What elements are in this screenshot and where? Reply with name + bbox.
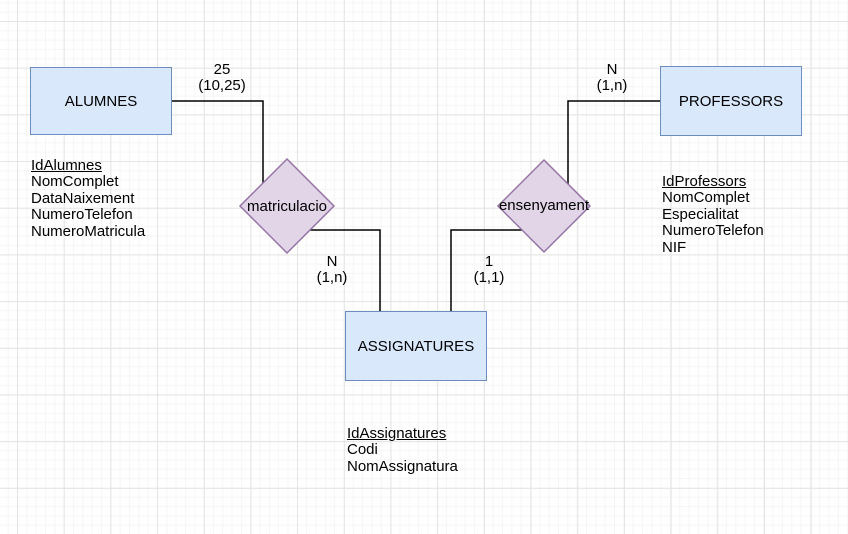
connector-alumnes-matriculacio[interactable] bbox=[170, 100, 264, 206]
cardinality-value: N bbox=[606, 61, 618, 78]
cardinality-professors-ensenyament[interactable]: N (1,n) bbox=[552, 62, 672, 94]
attribute-item: Especialitat bbox=[662, 205, 739, 223]
attribute-list-assignatures[interactable]: IdAssignatures Codi NomAssignatura bbox=[347, 425, 458, 475]
connector-ensenyament-assignatures[interactable] bbox=[450, 229, 550, 311]
attribute-item: Codi bbox=[347, 441, 378, 459]
cardinality-matriculacio-assignatures[interactable]: N (1,n) bbox=[272, 254, 392, 286]
attribute-primary-key: IdProfessors bbox=[662, 173, 747, 190]
attribute-item: NomAssignatura bbox=[347, 457, 458, 475]
attribute-list-alumnes[interactable]: IdAlumnes NomComplet DataNaixement Numer… bbox=[31, 157, 146, 240]
relationship-matriculacio-label[interactable]: matriculacio bbox=[246, 198, 328, 215]
attribute-primary-key: IdAssignatures bbox=[347, 425, 447, 442]
entity-alumnes[interactable]: ALUMNES bbox=[30, 67, 172, 135]
cardinality-value: 25 bbox=[213, 61, 231, 78]
cardinality-value: 1 bbox=[484, 253, 494, 270]
cardinality-ensenyament-assignatures[interactable]: 1 (1,1) bbox=[429, 254, 549, 286]
cardinality-alumnes-matriculacio[interactable]: 25 (10,25) bbox=[162, 62, 282, 94]
cardinality-range: (1,1) bbox=[473, 269, 505, 286]
attribute-item: NomComplet bbox=[662, 189, 750, 207]
cardinality-value: N bbox=[326, 253, 338, 270]
relationship-ensenyament-label[interactable]: ensenyament bbox=[498, 197, 590, 214]
attribute-item: NomComplet bbox=[31, 173, 119, 191]
attribute-item: NumeroTelefon bbox=[31, 206, 133, 224]
cardinality-range: (1,n) bbox=[316, 269, 348, 286]
relationship-ensenyament-diamond[interactable] bbox=[496, 158, 592, 254]
cardinality-range: (10,25) bbox=[198, 77, 246, 94]
entity-professors-label: PROFESSORS bbox=[678, 92, 784, 110]
attribute-item: DataNaixement bbox=[31, 189, 135, 207]
connector-professors-ensenyament[interactable] bbox=[567, 100, 660, 206]
attribute-primary-key: IdAlumnes bbox=[31, 157, 102, 174]
entity-assignatures[interactable]: ASSIGNATURES bbox=[345, 311, 487, 381]
attribute-item: NIF bbox=[662, 238, 687, 256]
cardinality-range: (1,n) bbox=[596, 77, 628, 94]
attribute-item: NumeroTelefon bbox=[662, 222, 764, 240]
entity-assignatures-label: ASSIGNATURES bbox=[357, 337, 475, 355]
attribute-item: NumeroMatricula bbox=[31, 222, 146, 240]
relationship-matriculacio-diamond[interactable] bbox=[238, 157, 336, 255]
entity-alumnes-label: ALUMNES bbox=[64, 92, 138, 110]
entity-professors[interactable]: PROFESSORS bbox=[660, 66, 802, 136]
connector-matriculacio-assignatures[interactable] bbox=[280, 229, 381, 311]
attribute-list-professors[interactable]: IdProfessors NomComplet Especialitat Num… bbox=[662, 173, 764, 256]
